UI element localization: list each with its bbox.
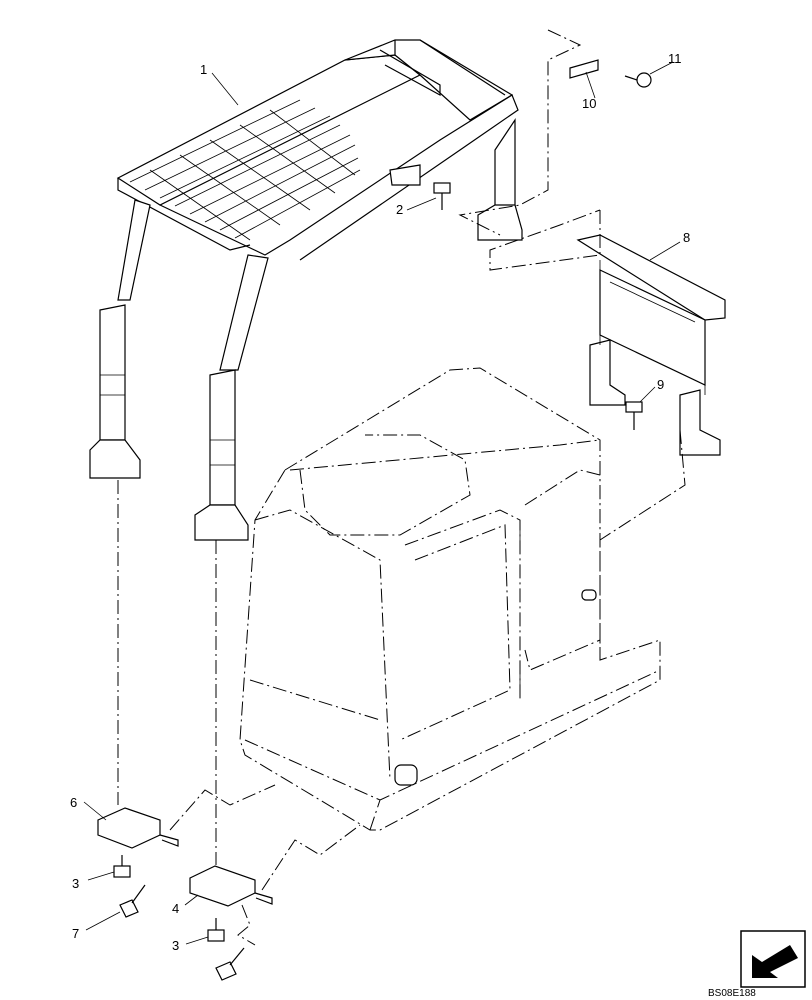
bolt-item-7 <box>119 884 146 918</box>
phantom-lines <box>117 29 686 946</box>
rear-frame <box>576 234 726 456</box>
callout-4: 4 <box>172 901 179 916</box>
bracket-right <box>189 865 273 907</box>
cab-body <box>239 367 661 831</box>
callout-3b: 3 <box>172 938 179 953</box>
callout-7: 7 <box>72 926 79 941</box>
drawing-code: BS08E188 <box>708 988 756 999</box>
callout-8: 8 <box>683 230 690 245</box>
callout-11: 11 <box>668 51 682 66</box>
callout-2: 2 <box>396 202 403 217</box>
callout-9: 9 <box>657 377 664 392</box>
rops-frame <box>89 39 523 541</box>
plate-item-10 <box>569 59 599 79</box>
leader-lines <box>83 61 681 945</box>
bolt-item-9 <box>625 401 643 430</box>
callout-3a: 3 <box>72 876 79 891</box>
callout-10: 10 <box>582 96 596 111</box>
bolt-item-7b <box>215 947 245 981</box>
callout-1: 1 <box>200 62 207 77</box>
screw-item-11 <box>624 72 652 88</box>
bolt-item-2 <box>433 182 451 210</box>
arrow-navigation-icon[interactable] <box>740 930 806 988</box>
grating <box>129 99 361 241</box>
bolt-item-3b <box>207 918 225 942</box>
bracket-left <box>97 807 179 849</box>
bolt-item-3a <box>113 855 131 878</box>
callout-6: 6 <box>70 795 77 810</box>
